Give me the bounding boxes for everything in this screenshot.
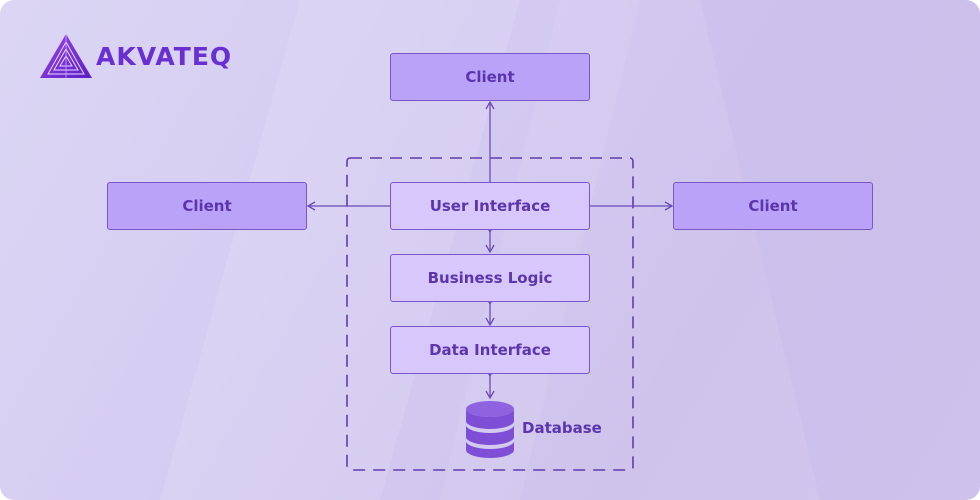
client-right-box: Client	[673, 182, 873, 230]
client-left-box: Client	[107, 182, 307, 230]
user-interface-box: User Interface	[390, 182, 590, 230]
database-label: Database	[522, 419, 602, 437]
akvateq-logo-icon	[40, 34, 92, 78]
brand-name: AKVATEQ	[96, 42, 233, 71]
data-interface-box: Data Interface	[390, 326, 590, 374]
brand-logo: AKVATEQ	[38, 32, 268, 82]
database-icon	[466, 401, 514, 458]
business-logic-box: Business Logic	[390, 254, 590, 302]
client-top-box: Client	[390, 53, 590, 101]
